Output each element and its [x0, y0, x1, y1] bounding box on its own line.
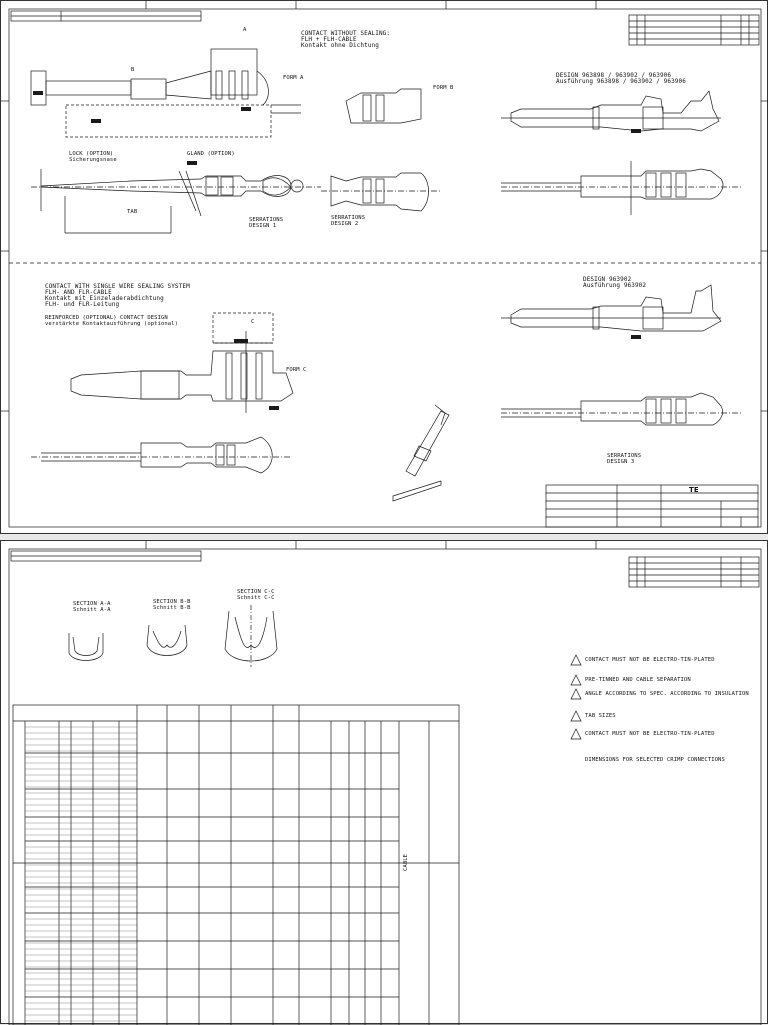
- note-contact-without-sealing: CONTACT WITHOUT SEALING: FLH + FLH-CABLE…: [301, 30, 391, 49]
- te-logo: TE: [689, 486, 699, 494]
- serrations-design-2: SERRATIONS DESIGN 2: [331, 215, 366, 227]
- section-b-b-label: SECTION B-B Schnitt B-B: [153, 599, 191, 611]
- form-a-label: FORM A: [283, 75, 304, 81]
- dimension-b-label: B: [131, 67, 135, 73]
- note-5: CONTACT MUST NOT BE ELECTRO-TIN-PLATED: [585, 731, 715, 737]
- tab-label: TAB: [127, 209, 138, 215]
- lock-option-label: LOCK (OPTION) Sicherungsnase: [69, 151, 117, 163]
- sheet-2-drawing: [8, 541, 762, 1025]
- sheet-1-drawing: [1, 1, 768, 528]
- dimension-c-label: C: [251, 319, 255, 325]
- serrations-design-3: SERRATIONS DESIGN 3: [607, 453, 642, 465]
- form-b-label: FORM B: [433, 85, 454, 91]
- note-contact-with-sealing: CONTACT WITH SINGLE WIRE SEALING SYSTEM …: [45, 283, 190, 308]
- note-6: DIMENSIONS FOR SELECTED CRIMP CONNECTION…: [585, 757, 725, 763]
- form-c-label: FORM C: [286, 367, 307, 373]
- note-reinforced-design: REINFORCED (OPTIONAL) CONTACT DESIGN ver…: [45, 315, 179, 327]
- note-1: CONTACT MUST NOT BE ELECTRO-TIN-PLATED: [585, 657, 715, 663]
- gland-option-label: GLAND (OPTION): [187, 151, 235, 157]
- section-c-c-label: SECTION C-C Schnitt C-C: [237, 589, 275, 601]
- drawing-sheet-2: SECTION A-A Schnitt A-A SECTION B-B Schn…: [0, 540, 768, 1025]
- note-4: TAB SIZES: [585, 713, 616, 719]
- section-a-a-label: SECTION A-A Schnitt A-A: [73, 601, 111, 613]
- cable-column-label: CABLE: [403, 853, 409, 871]
- note-3: ANGLE ACCORDING TO SPEC. ACCORDING TO IN…: [585, 691, 749, 697]
- design-label-a: DESIGN 963898 / 963902 / 963906 Ausführu…: [556, 72, 686, 85]
- note-2: PRE-TINNED AND CABLE SEPARATION: [585, 677, 691, 683]
- serrations-design-1: SERRATIONS DESIGN 1: [249, 217, 284, 229]
- design-label-b: DESIGN 963902 Ausführung 963902: [583, 276, 647, 289]
- dimension-a-label: A: [243, 27, 247, 33]
- drawing-sheet-1: CONTACT WITHOUT SEALING: FLH + FLH-CABLE…: [0, 0, 768, 534]
